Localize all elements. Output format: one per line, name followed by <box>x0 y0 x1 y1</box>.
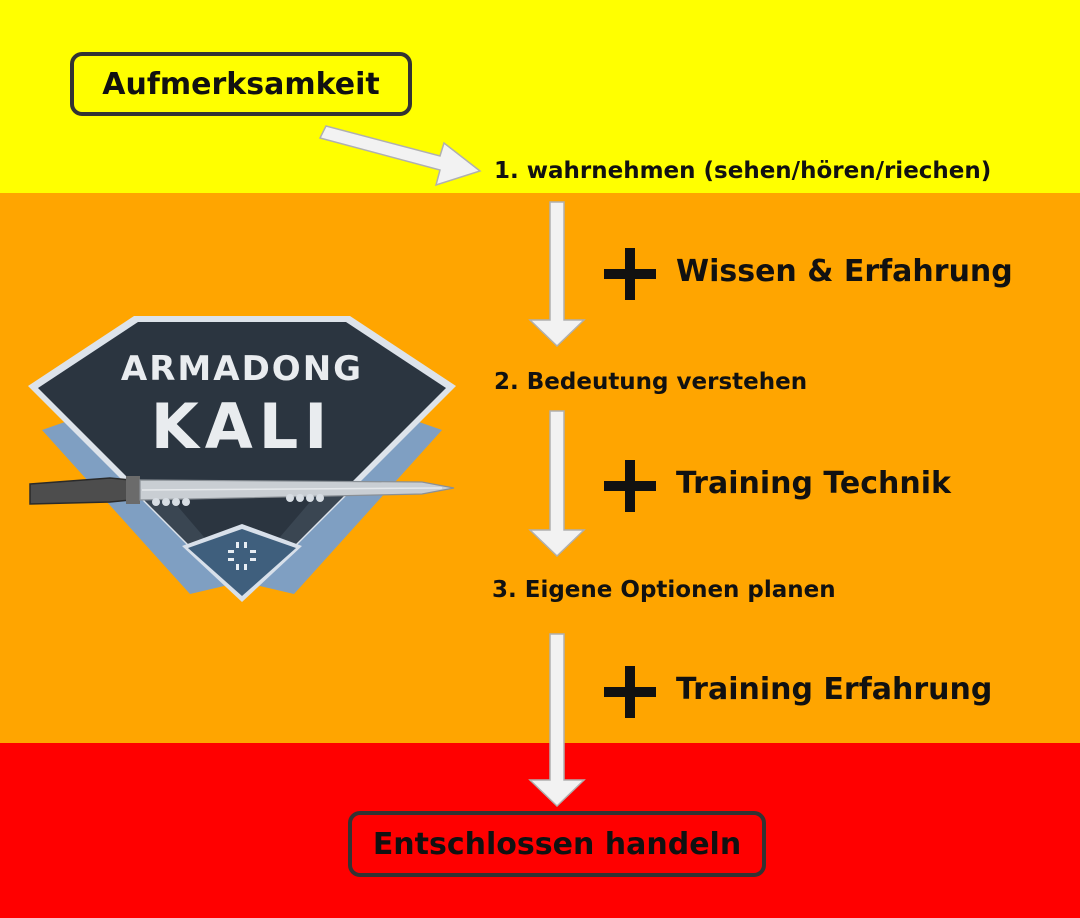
logo-shield <box>38 322 446 592</box>
action-label: Entschlossen handeln <box>372 826 742 862</box>
down-arrow-3 <box>528 633 586 808</box>
addition-experience: Training Erfahrung <box>676 672 993 707</box>
plus-icon <box>604 666 656 718</box>
attention-label: Aufmerksamkeit <box>102 66 380 102</box>
logo-text-armadong: ARMADONG <box>121 349 363 389</box>
logo-emblem <box>188 529 296 596</box>
armadong-kali-logo: ARMADONG KALI <box>28 316 456 602</box>
diagonal-arrow <box>318 125 482 187</box>
addition-technique: Training Technik <box>676 466 951 501</box>
logo-knife <box>29 476 455 506</box>
plus-icon <box>604 460 656 512</box>
addition-knowledge: Wissen & Erfahrung <box>676 254 1013 289</box>
logo-text-kali: KALI <box>151 390 334 463</box>
step-plan: 3. Eigene Optionen planen <box>492 577 836 603</box>
logo-emblem-mark <box>228 542 256 570</box>
action-box: Entschlossen handeln <box>348 811 766 877</box>
attention-box: Aufmerksamkeit <box>70 52 412 116</box>
down-arrow-2 <box>528 410 586 558</box>
step-understand: 2. Bedeutung verstehen <box>494 369 808 395</box>
plus-icon <box>604 248 656 300</box>
down-arrow-1 <box>528 201 586 348</box>
step-perceive: 1. wahrnehmen (sehen/hören/riechen) <box>494 158 992 184</box>
